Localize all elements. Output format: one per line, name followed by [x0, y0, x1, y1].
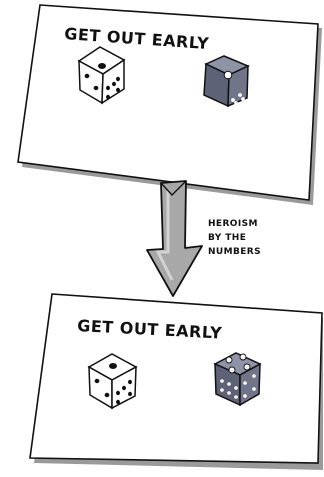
- transition-note-line-2: BY THE: [208, 233, 246, 243]
- down-arrow: [147, 181, 202, 296]
- bottom-card-face: [30, 294, 322, 463]
- bottom-card: GET OUT EARLY: [30, 294, 323, 470]
- top-grey-die: [204, 56, 248, 106]
- transition-note-line-3: NUMBERS: [208, 247, 261, 257]
- top-card: GET OUT EARLY: [18, 5, 322, 205]
- transition-note-line-1: HEROISM: [208, 219, 258, 229]
- bottom-grey-die: [215, 353, 260, 405]
- transition-note: HEROISM BY THE NUMBERS: [208, 219, 261, 257]
